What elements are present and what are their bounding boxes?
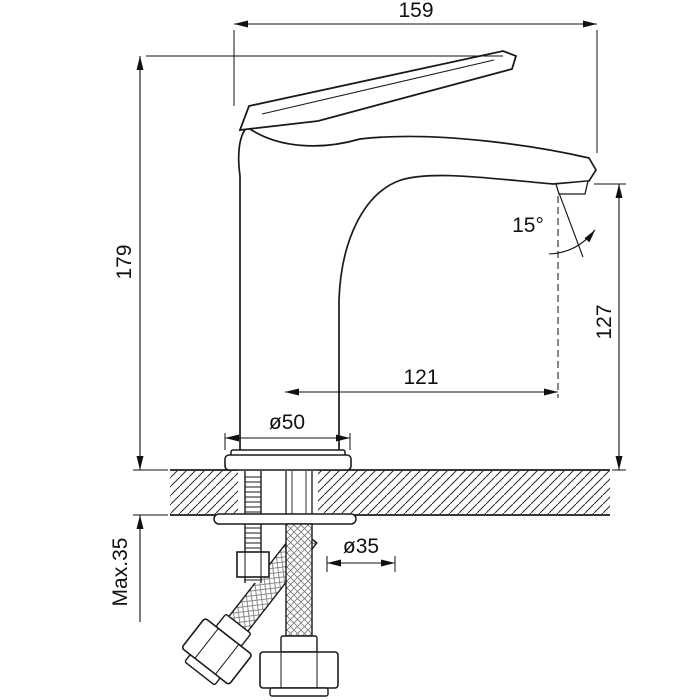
arrowhead [583,20,597,28]
angle-reference-line [558,192,584,258]
hose-ferrule-vertical [280,635,318,653]
arrowhead [381,559,395,567]
dim-spout-reach: 121 [285,196,559,398]
base-flange [224,454,352,471]
dim-label-base-diameter: ø50 [269,411,305,434]
dimension-annotations: 159 179 127 121 [109,0,626,622]
dim-overall-height: 179 [113,55,503,471]
handle-edge-line [261,59,495,115]
arrowhead [544,388,558,396]
hose-nut-vertical [259,651,339,689]
faucet-aerator [555,180,589,195]
mounting-nut [236,551,270,578]
arrowhead [285,388,299,396]
arrowhead [615,456,623,470]
dim-max-thickness: Max.35 [109,514,168,622]
dim-label-spout-reach: 121 [403,366,438,389]
dim-hole-diameter: ø35 [326,535,396,572]
hose-braid-vertical [285,523,313,637]
dim-label-outlet-height: 127 [593,304,616,339]
dim-label-overall-height: 179 [113,244,136,279]
countertop-hatch [170,471,610,514]
arrowhead [136,456,144,470]
arrowhead [225,434,239,442]
dim-overall-length: 159 [233,0,598,153]
hose-nut-end-vertical [269,687,329,697]
dim-label-max-thickness: Max.35 [109,538,132,607]
dim-spout-angle: 15° [512,192,596,258]
arrowhead [136,56,144,70]
dim-base-diameter: ø50 [224,411,351,450]
angle-arc [548,229,596,255]
dim-label-overall-length: 159 [398,0,433,22]
arrowhead [336,434,350,442]
supply-hose-vertical [259,523,339,697]
mounting-hardware [181,471,357,697]
arrowhead [327,559,341,567]
countertop-section [170,468,610,517]
arrowhead [234,20,248,28]
hose-nut-flat-line [194,628,219,659]
mounting-nut-body [236,551,270,578]
mounting-washer-plate [213,513,357,525]
dim-label-hole-diameter: ø35 [343,535,379,558]
shank-threads [245,476,261,581]
arrowhead [584,230,595,243]
hose-nut-flat-line [215,644,240,675]
faucet-handle [238,50,518,132]
dim-outlet-height: 127 [593,183,626,471]
hose-nut-end-angled [184,654,221,686]
faucet [224,50,597,471]
arrowhead [136,515,144,529]
faucet-body-spout [237,125,597,454]
dim-label-spout-angle: 15° [512,214,544,237]
arrowhead [615,184,623,198]
